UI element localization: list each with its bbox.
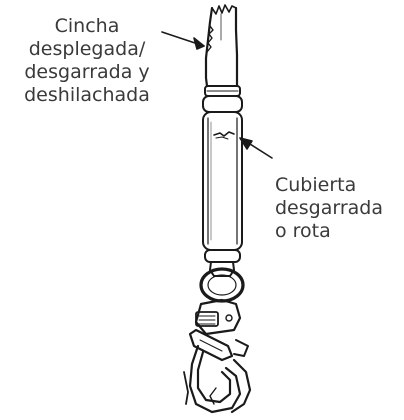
frayed-webbing-label-line-3: desgarrada y bbox=[24, 61, 150, 83]
lower-ferrule bbox=[204, 249, 241, 277]
frayed-webbing-label-line-1: Cincha bbox=[54, 15, 120, 37]
cover-pointer-arrow bbox=[239, 137, 273, 159]
frayed-webbing-label: Cincha desplegada/ desgarrada y deshilac… bbox=[2, 15, 172, 107]
torn-cover-label-line-2: desgarrada bbox=[275, 197, 383, 219]
upper-ferrule bbox=[202, 85, 243, 113]
torn-cover-label-line-1: Cubierta bbox=[275, 174, 357, 196]
snap-hook bbox=[183, 298, 252, 414]
d-ring bbox=[199, 267, 245, 303]
frayed-webbing-label-line-4: deshilachada bbox=[24, 84, 150, 106]
webbing-pointer-arrow bbox=[161, 31, 205, 50]
shock-absorber-cover bbox=[202, 111, 243, 251]
torn-cover-label: Cubierta desgarrada o rota bbox=[275, 174, 401, 243]
frayed-webbing bbox=[204, 4, 239, 88]
frayed-webbing-label-line-2: desplegada/ bbox=[28, 38, 146, 60]
torn-cover-label-line-3: o rota bbox=[275, 220, 331, 242]
